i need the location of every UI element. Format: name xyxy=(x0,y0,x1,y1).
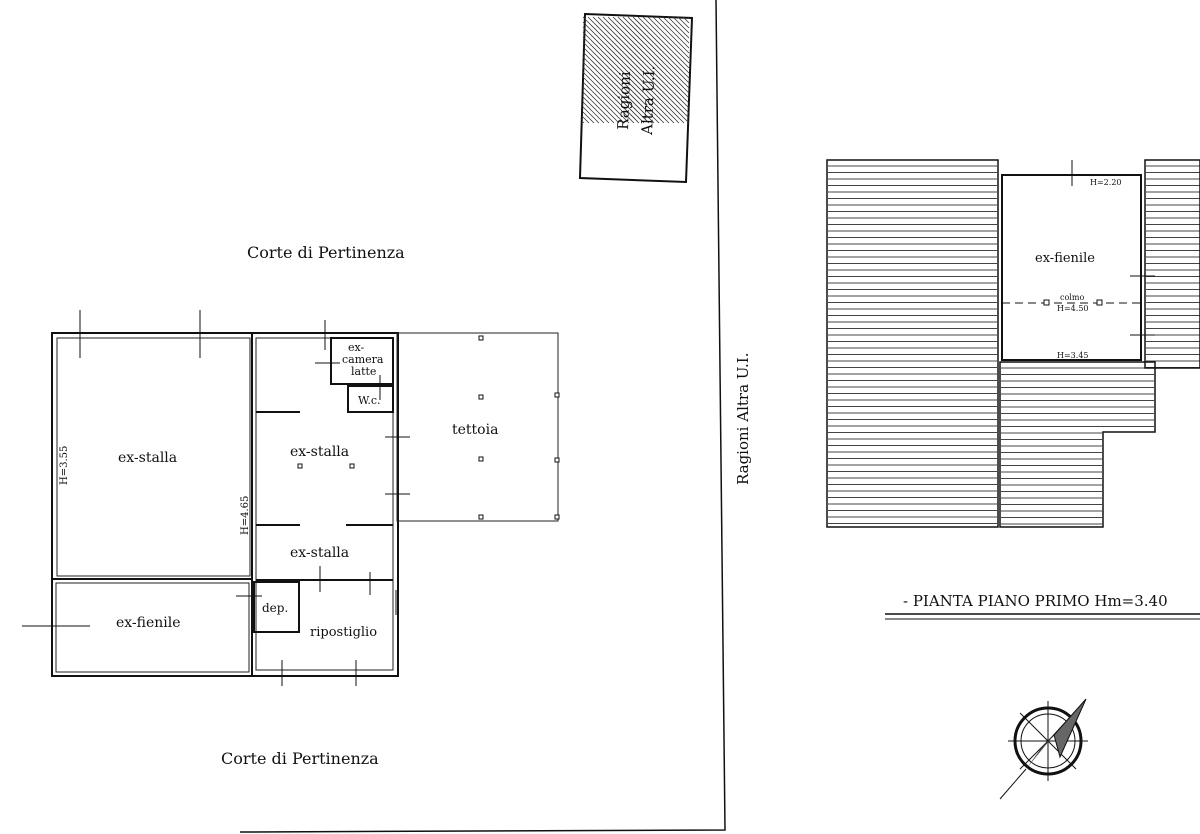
room-ex-stalla-main: ex-stalla xyxy=(118,450,177,466)
hatch-line xyxy=(582,31,675,124)
room-dep: dep. xyxy=(262,601,288,615)
room-tettoia: tettoia xyxy=(452,422,498,438)
hatch-line xyxy=(582,86,620,124)
hatch-line xyxy=(582,76,630,124)
hatch-line xyxy=(582,41,665,124)
hatch-line xyxy=(677,16,690,29)
hatch-line xyxy=(582,56,650,124)
hatch-line xyxy=(662,16,690,44)
hatch-line xyxy=(652,16,690,54)
hatch-line xyxy=(642,16,690,64)
hatch-line xyxy=(637,16,690,69)
ridge-label: colmo xyxy=(1060,293,1084,302)
hatch-line xyxy=(607,16,690,99)
hatch-line xyxy=(667,16,690,39)
post-marker xyxy=(554,392,560,398)
hatch-line xyxy=(602,16,690,104)
hatch-line xyxy=(582,16,690,124)
hatch-line xyxy=(657,16,690,49)
hatch-line xyxy=(582,101,605,124)
post-marker xyxy=(478,394,484,400)
other-unit-label-2: Altra U.I. xyxy=(638,65,658,136)
first-floor-room-ex-fienile: ex-fienile xyxy=(1035,251,1095,266)
hatch-line xyxy=(587,16,690,119)
other-unit-label-1: Ragioni xyxy=(614,71,634,130)
hatch-line xyxy=(647,16,690,59)
hatch-line xyxy=(582,21,685,124)
hatch-line xyxy=(582,66,640,124)
room-ex-stalla-2: ex-stalla xyxy=(290,444,349,460)
post-marker xyxy=(478,456,484,462)
hatch-line xyxy=(582,111,595,124)
other-unit-vertical-label: Ragioni Altra U.I. xyxy=(734,352,752,485)
hatch-line xyxy=(582,106,600,124)
post-marker xyxy=(478,514,484,520)
hatch-line xyxy=(582,81,625,124)
height-label-1: H=3.55 xyxy=(59,446,70,485)
hatch-line xyxy=(582,36,670,124)
hatch-line xyxy=(582,51,655,124)
hatch-line xyxy=(632,16,690,74)
hatch-line xyxy=(582,121,585,124)
hatch-line xyxy=(627,16,690,79)
hatch-line xyxy=(582,61,645,124)
room-camera-latte-1: ex- xyxy=(348,341,365,354)
hatch-line xyxy=(582,91,615,124)
post-marker xyxy=(297,463,303,469)
boundary-line xyxy=(239,0,726,833)
hatch-line xyxy=(597,16,690,109)
hatch-line xyxy=(582,46,660,124)
room-ex-stalla-3: ex-stalla xyxy=(290,545,349,561)
height-bottom-label: H=3.45 xyxy=(1057,351,1089,360)
first-floor-plan: ex-fienile H=2.20 colmo H=4.50 H=3.45 - … xyxy=(826,159,1200,620)
hatch-line xyxy=(687,16,690,19)
hatch-line xyxy=(622,16,690,84)
hatch-line xyxy=(582,96,610,124)
hatch-line xyxy=(582,26,680,124)
height-label-2: H=4.65 xyxy=(240,496,251,535)
height-top-label: H=2.20 xyxy=(1090,178,1122,187)
hatch-line xyxy=(582,116,590,124)
ridge-height-label: H=4.50 xyxy=(1057,304,1089,313)
post-marker xyxy=(554,514,560,520)
post-marker xyxy=(349,463,355,469)
post-marker xyxy=(478,335,484,341)
north-arrow-icon xyxy=(999,698,1088,800)
room-wc: W.c. xyxy=(358,394,381,407)
first-floor-title: - PIANTA PIANO PRIMO Hm=3.40 xyxy=(903,592,1168,610)
post-marker xyxy=(554,457,560,463)
other-unit-hatched-block: Ragioni Altra U.I. xyxy=(578,12,694,184)
court-bottom-label: Corte di Pertinenza xyxy=(221,749,379,768)
court-top-label: Corte di Pertinenza xyxy=(247,243,405,262)
hatch-line xyxy=(612,16,690,94)
hatch-line xyxy=(582,71,635,124)
room-camera-latte-3: latte xyxy=(351,365,376,378)
hatch-line xyxy=(617,16,690,89)
room-camera-latte-2: camera xyxy=(342,353,384,366)
ground-floor-plan: ex-stalla H=3.55 H=4.65 ex- camera latte… xyxy=(22,310,560,686)
hatch-line xyxy=(672,16,690,34)
room-ripostiglio: ripostiglio xyxy=(310,625,377,640)
room-ex-fienile: ex-fienile xyxy=(116,615,181,631)
hatch-line xyxy=(592,16,690,114)
hatch-line xyxy=(682,16,690,24)
